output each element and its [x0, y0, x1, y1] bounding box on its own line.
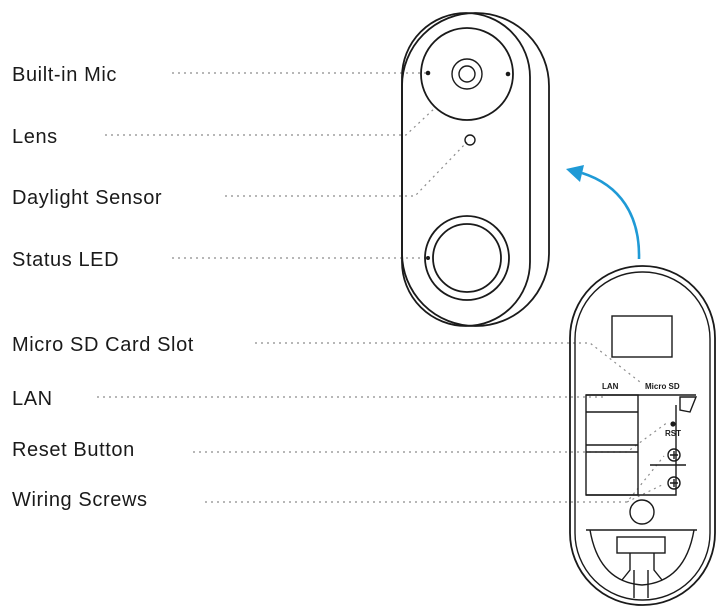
leader-reset-button	[193, 421, 669, 453]
label-daylight-sensor: Daylight Sensor	[12, 187, 162, 209]
curved-arrow-icon	[566, 165, 641, 260]
daylight-sensor-icon	[464, 134, 476, 146]
doorbell-back: LAN Micro SD RST	[569, 265, 716, 606]
label-reset-button: Reset Button	[12, 439, 135, 461]
label-lan: LAN	[12, 388, 53, 410]
lens-outer	[451, 58, 483, 90]
micro-sd-slot-icon	[679, 396, 698, 413]
leader-micro-sd-slot	[255, 342, 641, 383]
status-led-ring	[424, 215, 510, 301]
bracket-curve	[589, 529, 695, 586]
terminal-frame	[586, 405, 677, 496]
doorbell-front-face	[401, 12, 531, 327]
lens-icon	[458, 65, 476, 83]
back-panel-outer	[569, 265, 716, 606]
status-led-dot	[426, 256, 430, 260]
lan-port-dividers	[586, 411, 638, 453]
leader-lens	[105, 106, 437, 136]
bracket-post	[633, 570, 649, 598]
reset-button-icon	[670, 421, 676, 427]
bracket-tab	[621, 553, 663, 581]
back-lan-text: LAN	[602, 382, 619, 391]
label-status-led: Status LED	[12, 249, 119, 271]
camera-ring	[420, 27, 514, 121]
mount-hole	[629, 499, 655, 525]
plus-screw-icon	[667, 448, 681, 462]
back-micro-sd-text: Micro SD	[645, 382, 680, 391]
doorbell-front	[401, 12, 550, 327]
label-builtin-mic: Built-in Mic	[12, 64, 117, 86]
label-wiring-screws: Wiring Screws	[12, 489, 148, 511]
leader-daylight-sensor	[225, 141, 468, 197]
mic-hole-left	[425, 70, 431, 76]
back-rst-text: RST	[665, 429, 681, 438]
leader-wiring-screws	[205, 455, 665, 503]
label-micro-sd-slot: Micro SD Card Slot	[12, 334, 194, 356]
bracket-clip	[616, 536, 666, 554]
plus-screw-icon	[667, 476, 681, 490]
label-lens: Lens	[12, 126, 58, 148]
back-label-plate	[611, 315, 673, 358]
doorbell-button	[432, 223, 502, 293]
back-panel-inner	[574, 271, 711, 601]
mic-hole-right	[505, 71, 511, 77]
